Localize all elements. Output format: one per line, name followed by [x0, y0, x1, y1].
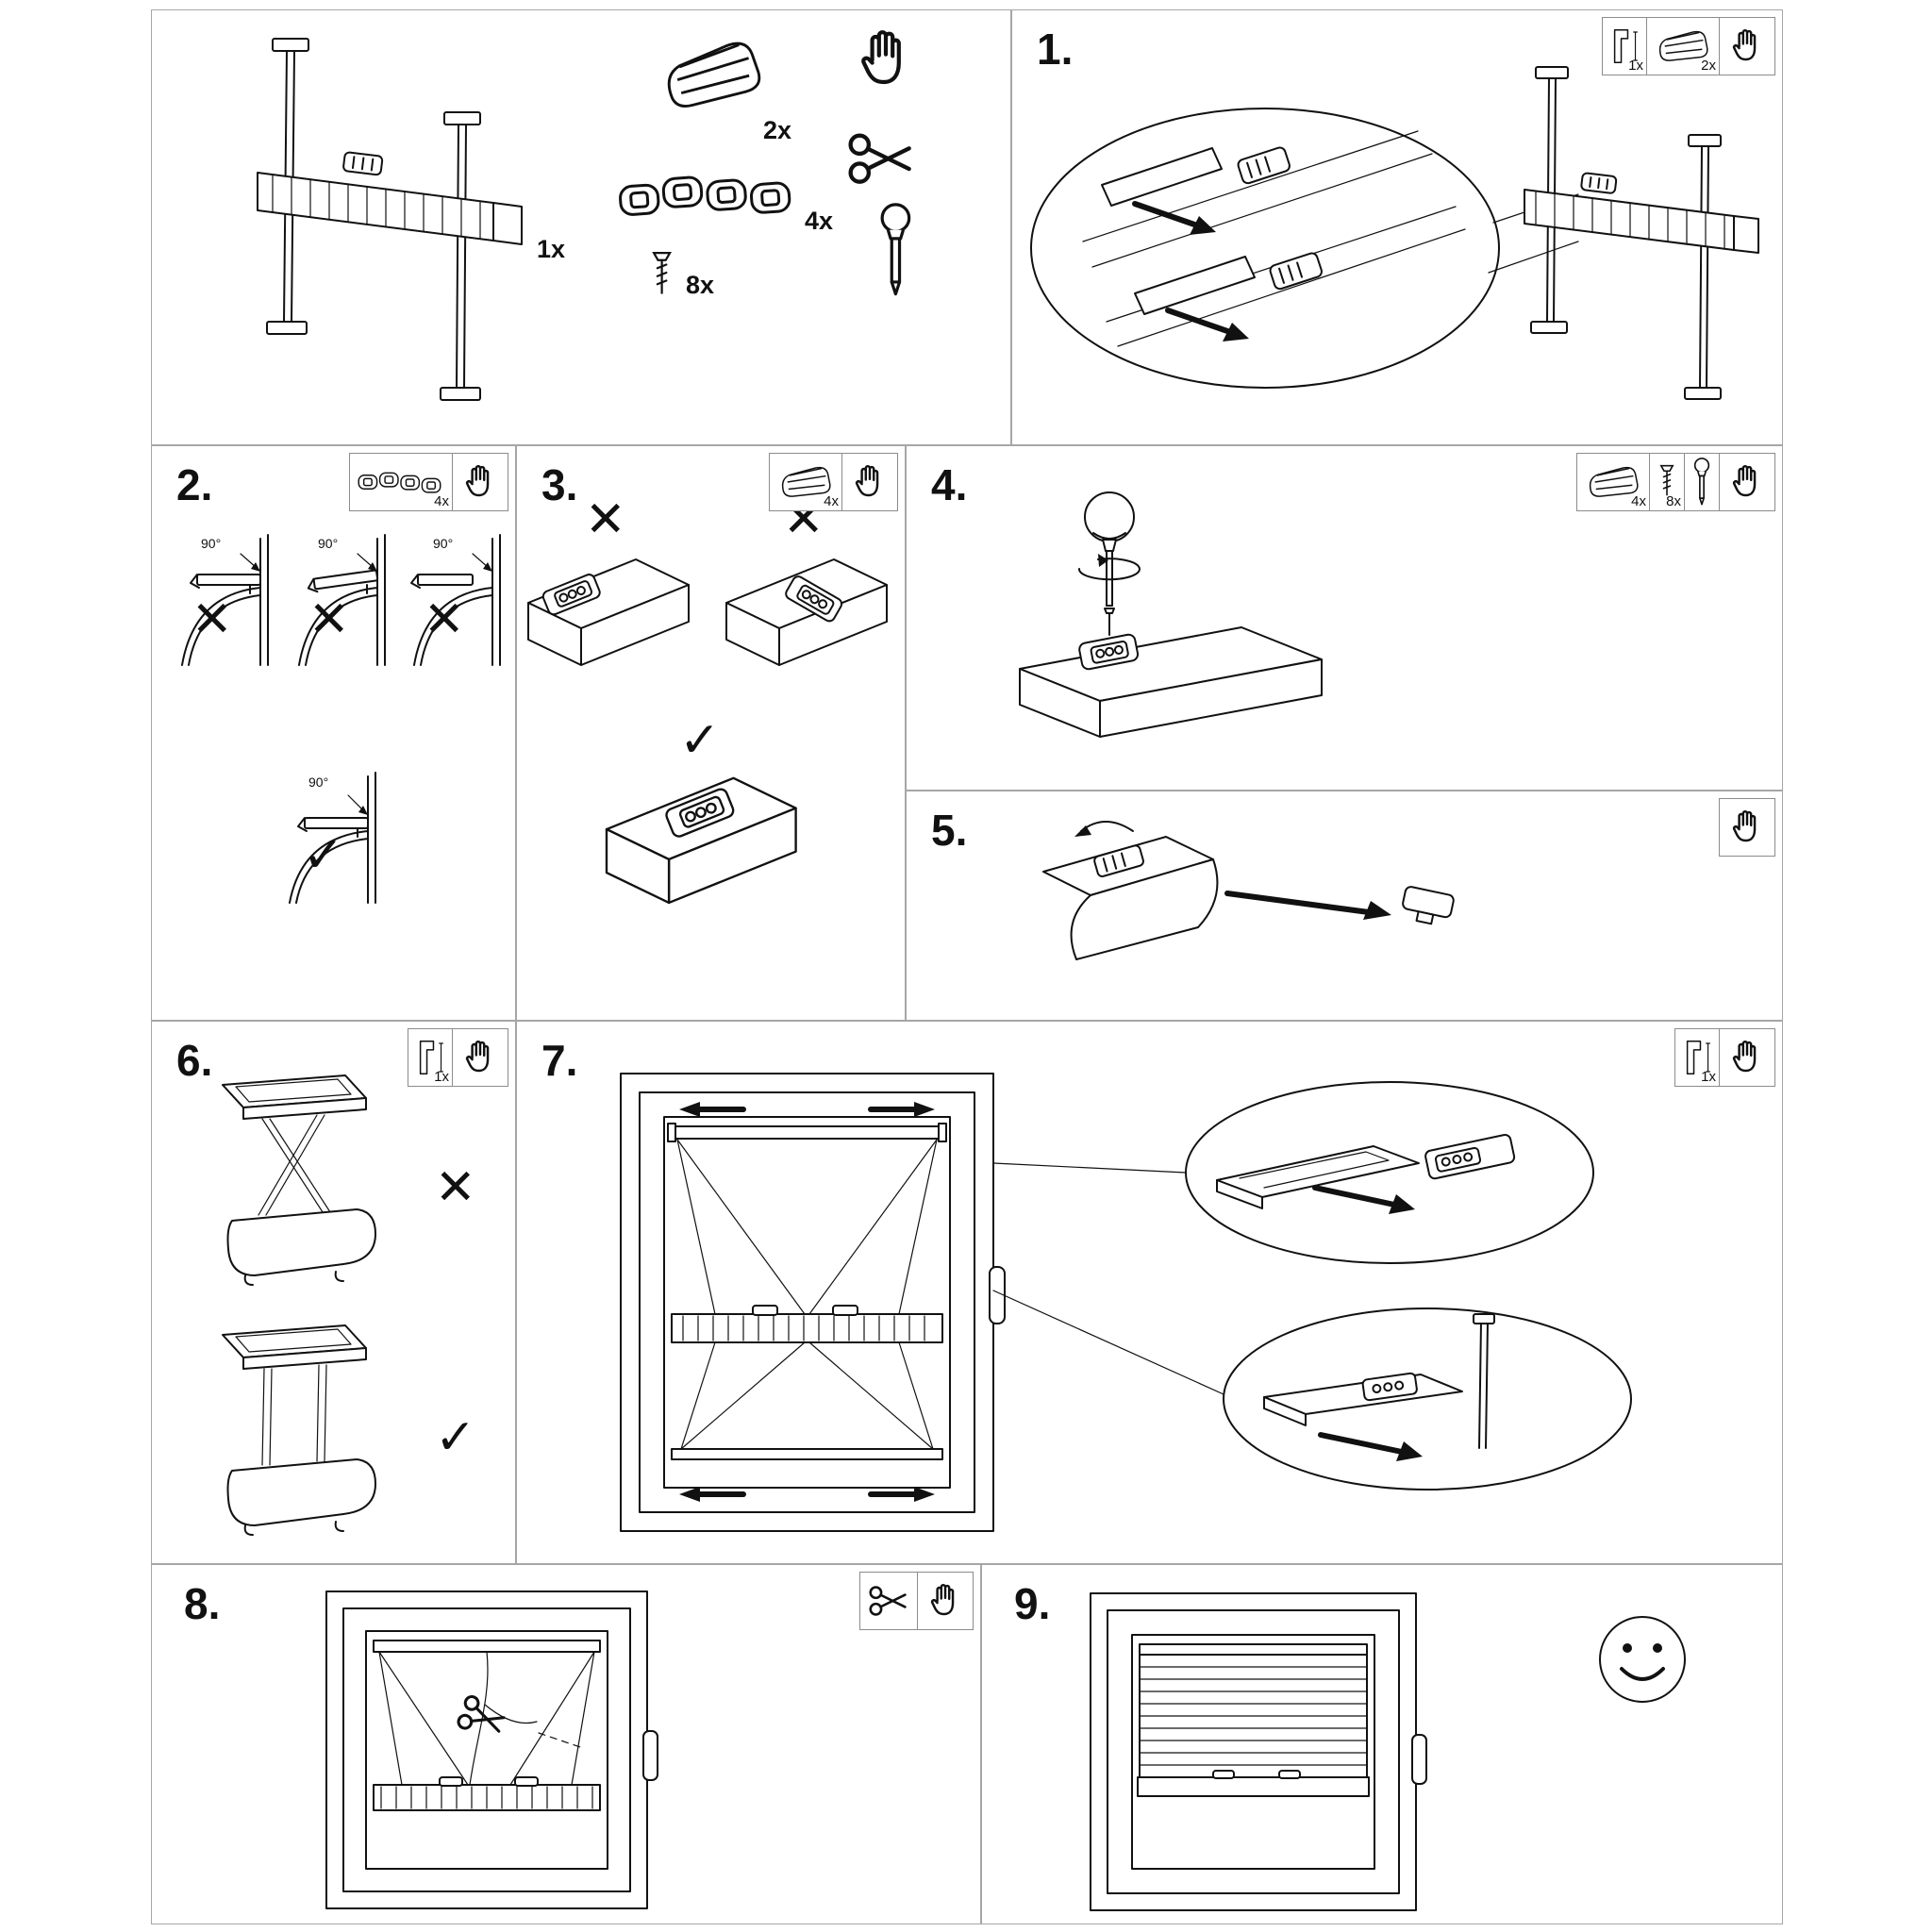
step-8-parts-box	[859, 1572, 974, 1630]
hand-icon	[855, 464, 879, 497]
step-number: 1.	[1037, 25, 1074, 74]
step-number: 9.	[1014, 1579, 1051, 1628]
step-2-illustration	[181, 534, 501, 904]
step-4-parts-box: 4x 8x	[1576, 453, 1775, 511]
bracket-strip-icon	[617, 169, 792, 225]
step-number: 7.	[541, 1036, 578, 1085]
cross-mark: ✕	[308, 592, 350, 647]
quantity-label: 4x	[1631, 493, 1646, 509]
check-mark: ✓	[303, 828, 344, 883]
part-cell: 2x	[1646, 17, 1720, 75]
screw-icon	[652, 251, 672, 294]
scissors-icon	[869, 1586, 907, 1616]
angle-label: 90°	[433, 536, 454, 551]
quantity-label: 4x	[805, 207, 834, 235]
quantity-label: 2x	[763, 116, 792, 144]
step-number: 8.	[184, 1579, 221, 1628]
angle-label: 90°	[308, 774, 329, 790]
part-cell	[452, 1028, 508, 1087]
part-cell	[841, 453, 898, 511]
step-6-parts-box: 1x	[408, 1028, 508, 1087]
step-8-panel: 8.	[151, 1564, 981, 1924]
smiley-icon	[1599, 1616, 1686, 1703]
step-5-illustration	[1042, 821, 1455, 960]
step-9-panel: 9.	[981, 1564, 1783, 1924]
angle-label: 90°	[201, 536, 222, 551]
part-cell	[1684, 453, 1720, 511]
quantity-label: 4x	[824, 493, 839, 509]
quantity-label: 8x	[1666, 493, 1681, 509]
part-cell	[1719, 453, 1775, 511]
part-cell: 1x	[1674, 1028, 1720, 1087]
quantity-label: 1x	[1628, 58, 1643, 74]
step-6-illustration	[222, 1074, 376, 1536]
step-3-illustration	[527, 558, 888, 905]
step-3-panel: 3. 4x	[516, 445, 906, 1021]
hand-icon	[1732, 809, 1757, 842]
step-1-parts-box: 1x 2x	[1602, 17, 1775, 75]
step-8-illustration	[325, 1591, 658, 1909]
step-6-panel: 6. 1x	[151, 1021, 516, 1564]
cross-mark: ✕	[585, 492, 626, 547]
screwdriver-icon	[1693, 458, 1710, 506]
quantity-label: 1x	[537, 235, 566, 263]
part-cell: 4x	[349, 453, 453, 511]
cross-mark: ✕	[435, 1160, 476, 1215]
part-cell	[859, 1572, 918, 1630]
check-mark: ✓	[435, 1410, 476, 1465]
part-cell	[1719, 17, 1775, 75]
step-number: 4.	[931, 460, 968, 509]
parts-overview-illustration	[257, 10, 1010, 401]
step-4-panel: 4. 4x 8x	[906, 445, 1783, 791]
hand-icon	[930, 1583, 955, 1616]
step-7-illustration	[620, 1073, 1632, 1532]
step-5-panel: 5.	[906, 791, 1783, 1021]
part-cell	[1719, 798, 1775, 857]
hand-icon	[1732, 464, 1757, 497]
part-cell: 4x	[769, 453, 842, 511]
quantity-label: 4x	[434, 493, 449, 509]
parts-overview-panel: 1x 2x 4x 8x	[151, 9, 1011, 445]
step-number: 5.	[931, 806, 968, 855]
part-cell	[1719, 1028, 1775, 1087]
part-cell	[917, 1572, 974, 1630]
screwdriver-icon	[880, 203, 911, 296]
hand-icon	[863, 32, 899, 82]
step-3-parts-box: 4x	[769, 453, 898, 511]
step-1-illustration	[1030, 66, 1759, 400]
part-cell: 1x	[1602, 17, 1647, 75]
step-number: 6.	[176, 1036, 213, 1085]
part-cell: 4x	[1576, 453, 1650, 511]
step-9-illustration	[1090, 1592, 1686, 1911]
scissors-icon	[851, 136, 909, 182]
cross-mark: ✕	[424, 592, 465, 647]
clamp-icon	[662, 39, 764, 110]
part-cell: 1x	[408, 1028, 453, 1087]
step-1-panel: 1. 1x 2x	[1011, 9, 1783, 445]
hand-icon	[465, 1040, 490, 1073]
step-number: 3.	[541, 460, 578, 509]
hand-icon	[1732, 28, 1757, 61]
hand-icon	[465, 464, 490, 497]
quantity-label: 8x	[686, 271, 715, 299]
angle-label: 90°	[318, 536, 339, 551]
cross-mark: ✕	[192, 592, 233, 647]
step-2-panel: 2. 4x	[151, 445, 516, 1021]
step-7-panel: 7. 1x	[516, 1021, 1783, 1564]
hand-icon	[1732, 1040, 1757, 1073]
quantity-label: 1x	[1701, 1069, 1716, 1085]
step-7-parts-box: 1x	[1674, 1028, 1775, 1087]
part-cell: 8x	[1649, 453, 1685, 511]
step-2-parts-box: 4x	[349, 453, 508, 511]
bracket-strip-icon	[358, 472, 441, 493]
step-4-illustration	[1019, 491, 1323, 738]
step-number: 2.	[176, 460, 213, 509]
step-5-parts-box	[1719, 798, 1775, 857]
quantity-label: 1x	[434, 1069, 449, 1085]
check-mark: ✓	[679, 713, 721, 768]
part-cell	[452, 453, 508, 511]
quantity-label: 2x	[1701, 58, 1716, 74]
